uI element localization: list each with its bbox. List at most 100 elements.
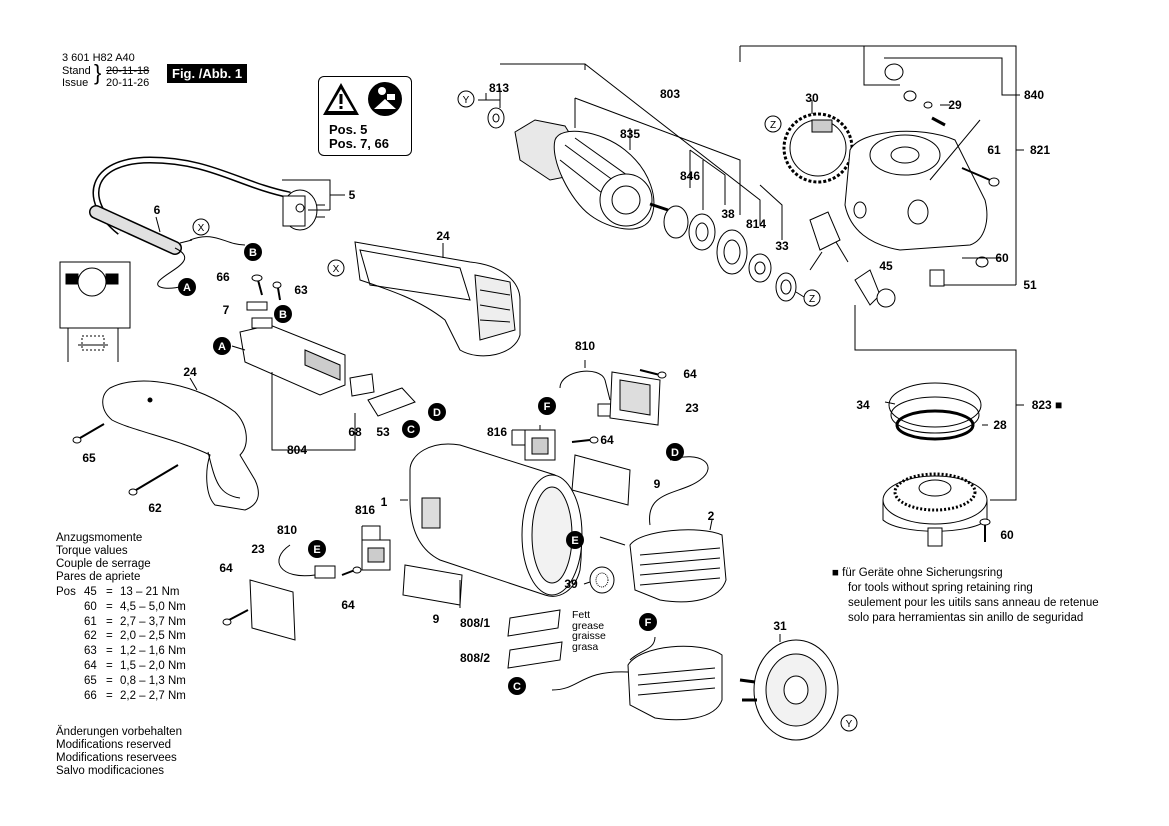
label-1: 1 — [381, 495, 388, 509]
fan-39 — [589, 566, 615, 594]
torque-row: 61=2,7 – 3,7 Nm — [84, 615, 186, 628]
svg-text:D: D — [671, 447, 679, 459]
ring-28 — [895, 409, 975, 441]
label-38: 38 — [721, 207, 735, 221]
modifications-es: Salvo modificaciones — [56, 765, 165, 777]
pin-29 — [884, 63, 946, 127]
callout-c: C — [402, 420, 420, 438]
label-33: 33 — [775, 239, 789, 253]
label-45: 45 — [879, 259, 893, 273]
label-62: 62 — [148, 501, 162, 515]
callout-a: A — [178, 278, 196, 296]
callout-x: X — [192, 218, 210, 236]
torque-row: 64=1,5 – 2,0 Nm — [84, 659, 186, 672]
callout-d: D — [428, 403, 446, 421]
label-808-1: 808/1 — [460, 616, 490, 630]
label-5: 5 — [349, 188, 356, 202]
svg-text:E: E — [571, 535, 578, 547]
label-810-lower: 810 — [277, 523, 297, 537]
label-39: 39 — [564, 577, 578, 591]
issue-label: Issue — [62, 77, 89, 89]
brush-holder-816-lower — [361, 539, 391, 571]
torque-title-en: Torque values — [56, 545, 128, 557]
motor-housing — [409, 443, 583, 597]
warning-box: Pos. 5 Pos. 7, 66 — [318, 76, 412, 156]
callout-f: F — [639, 613, 657, 631]
footnote-es: solo para herramientas sin anillo de seg… — [848, 612, 1084, 624]
screw-60-bottom — [979, 518, 991, 542]
label-808-2: 808/2 — [460, 651, 490, 665]
label-61: 61 — [987, 143, 1001, 157]
svg-text:B: B — [279, 309, 287, 321]
footnote-de: ■ für Geräte ohne Sicherungsring — [832, 567, 1003, 579]
callout-z: Z — [803, 289, 821, 307]
power-cord — [89, 156, 291, 289]
grease-note-en: grease — [572, 619, 605, 632]
label-60-top: 60 — [995, 251, 1009, 265]
torque-row: 63=1,2 – 1,6 Nm — [84, 645, 186, 658]
issue-date: 20-11-26 — [106, 77, 150, 89]
ring-33b — [775, 272, 797, 302]
ring-34 — [888, 382, 982, 434]
label-68: 68 — [348, 425, 362, 439]
bearing-plate-31 — [739, 639, 839, 741]
torque-title-fr: Couple de serrage — [56, 558, 151, 570]
label-24-lower: 24 — [183, 365, 197, 379]
label-66: 66 — [216, 270, 230, 284]
gear-housing — [844, 119, 988, 251]
label-64-c: 64 — [341, 598, 355, 612]
warning-pictograms — [323, 82, 402, 116]
label-840: 840 — [1024, 88, 1044, 102]
torque-row: 65=0,8 – 1,3 Nm — [84, 674, 186, 687]
cover-23-lower — [249, 579, 296, 641]
svg-text:A: A — [183, 282, 191, 294]
callout-a: A — [213, 337, 231, 355]
label-816-upper: 816 — [487, 425, 507, 439]
screw-66 — [251, 274, 263, 296]
label-823: 823 ■ — [1032, 398, 1063, 412]
cover-23-upper — [609, 371, 661, 426]
svg-text:C: C — [513, 681, 521, 693]
screw-64-d — [222, 609, 249, 626]
label-65: 65 — [82, 451, 96, 465]
washer-38 — [688, 213, 716, 251]
carbon-insert — [809, 211, 849, 271]
label-51: 51 — [1023, 278, 1037, 292]
label-23-upper: 23 — [685, 401, 699, 415]
grease-note: Fett grease graisse grasa — [572, 610, 606, 652]
callout-e: E — [566, 531, 584, 549]
label-7: 7 — [223, 303, 230, 317]
svg-text:E: E — [313, 544, 320, 556]
housing-half-upper — [354, 241, 521, 357]
label-60-bottom: 60 — [1000, 528, 1014, 542]
svg-text:X: X — [333, 264, 340, 275]
stand-date: 20-11-18 — [106, 65, 150, 77]
label-30: 30 — [805, 91, 819, 105]
label-810-upper: 810 — [575, 339, 595, 353]
screw-62 — [128, 464, 179, 496]
svg-text:C: C — [407, 424, 415, 436]
footnote-fr: seulement pour les uitils sans anneau de… — [848, 597, 1099, 609]
svg-text:F: F — [544, 401, 551, 413]
svg-text:Y: Y — [846, 719, 853, 730]
carbon-brush-810-lower — [278, 544, 336, 579]
callout-f: F — [538, 397, 556, 415]
brace-icon: } — [94, 60, 102, 85]
screw-64-a — [639, 369, 667, 379]
insulation-808-1 — [507, 609, 561, 637]
torque-table: 45=13 – 21 Nm 60=4,5 – 5,0 Nm 61=2,7 – 3… — [84, 586, 224, 704]
warning-pos-line2: Pos. 7, 66 — [329, 136, 389, 151]
part-labels: 813 803 835 30 840 29 821 61 846 38 814 … — [82, 81, 1062, 665]
plug — [282, 189, 325, 231]
field-winding-lower — [627, 645, 723, 721]
screw-63 — [272, 281, 282, 301]
label-64-d: 64 — [219, 561, 233, 575]
svg-text:X: X — [198, 223, 205, 234]
svg-text:F: F — [645, 617, 652, 629]
label-9-upper: 9 — [654, 477, 661, 491]
label-803: 803 — [660, 87, 680, 101]
screw-60-top — [975, 256, 989, 268]
stand-label: Stand — [62, 65, 91, 77]
bearing-814 — [716, 229, 748, 275]
